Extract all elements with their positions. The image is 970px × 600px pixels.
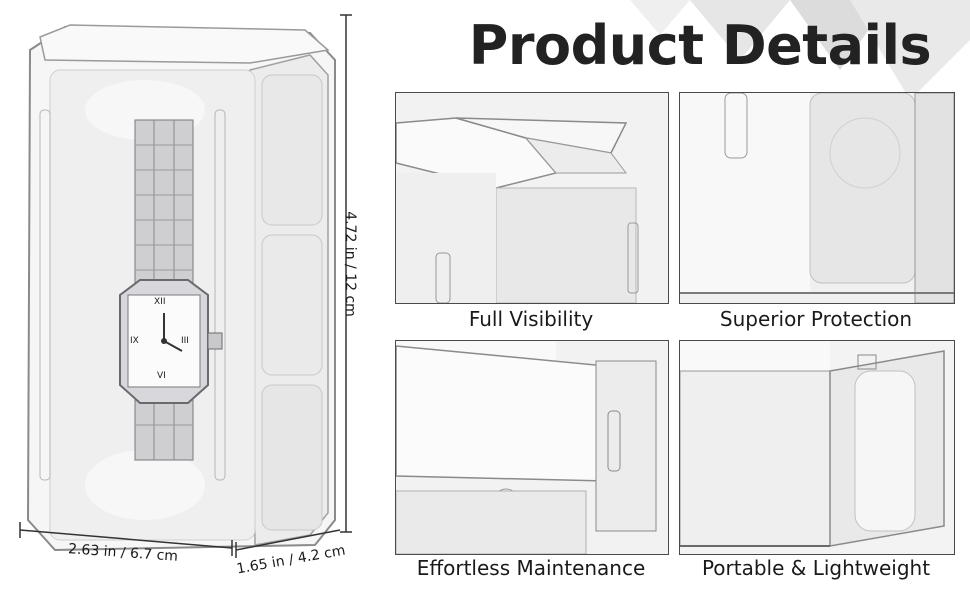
feature-image-superior-protection (679, 92, 955, 304)
page-title: Product Details (468, 14, 932, 77)
foam-closeup-graphic (680, 93, 954, 303)
feature-image-full-visibility (395, 92, 669, 304)
watch-band-top (134, 119, 194, 301)
feature-caption-full-visibility: Full Visibility (468, 307, 594, 331)
feature-image-effortless-maintenance (395, 340, 669, 555)
watch-case-illustration (26, 24, 336, 552)
dimension-height-label: 4.72 in / 12 cm (342, 211, 358, 317)
dial-numeral-3: III (181, 336, 189, 346)
feature-caption-effortless-maintenance: Effortless Maintenance (416, 556, 646, 580)
case-corner-graphic (680, 341, 954, 554)
watch-head (119, 279, 223, 404)
dial-numeral-6: VI (157, 371, 166, 381)
feature-image-portable-lightweight (679, 340, 955, 555)
feature-caption-superior-protection: Superior Protection (719, 307, 913, 331)
lid-opening-graphic (396, 341, 668, 554)
dial-numeral-12: XII (154, 297, 166, 307)
lid-closeup-graphic (396, 93, 668, 303)
feature-caption-portable-lightweight: Portable & Lightweight (701, 556, 931, 580)
dial-numeral-9: IX (130, 336, 139, 346)
watch-band-bottom (134, 399, 194, 461)
dimension-lines (19, 14, 352, 558)
